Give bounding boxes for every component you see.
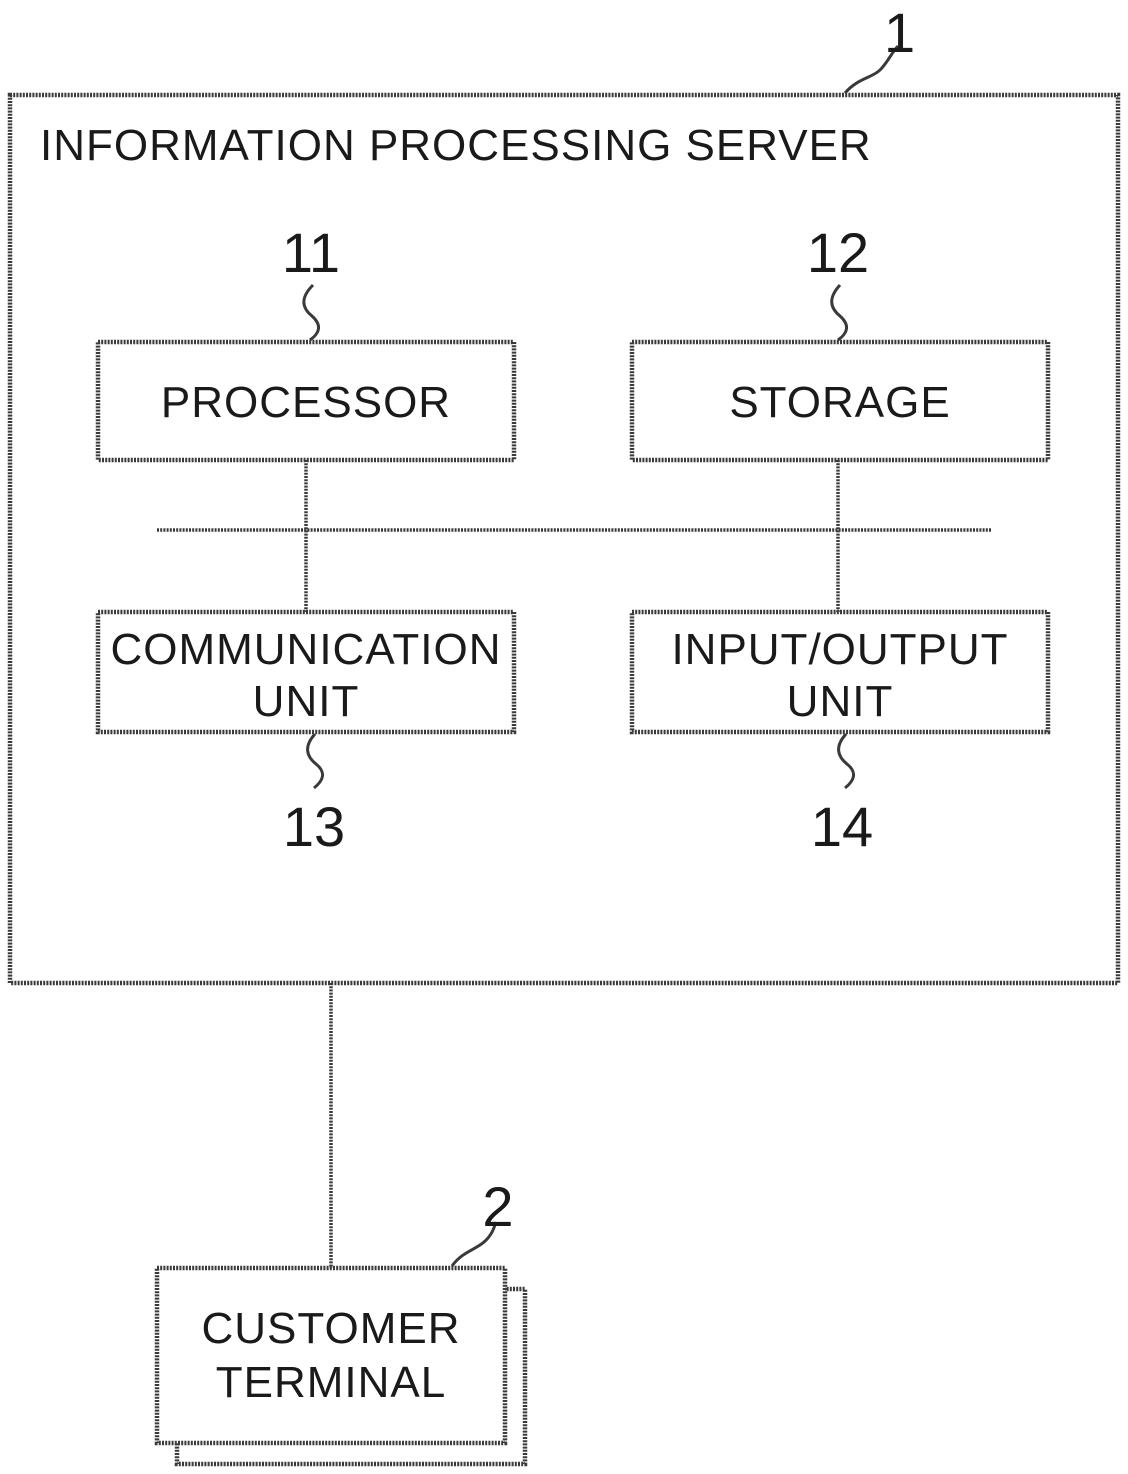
server-box [7,92,1121,986]
storage-ref: 12 [807,221,869,284]
io-unit-ref: 14 [811,795,873,858]
customer-terminal-label-line2: TERMINAL [216,1358,446,1407]
communication-unit-label-line2: UNIT [253,677,360,726]
io-unit-label-line1: INPUT/OUTPUT [671,625,1008,674]
storage-label: STORAGE [729,378,950,427]
communication-unit-box [95,609,517,735]
io-unit-box [629,609,1051,735]
server-ref-leader [843,44,900,95]
communication-unit-ref-leader [306,732,324,790]
communication-unit-ref: 13 [283,795,345,858]
storage-ref-leader [830,283,848,342]
processor-box [95,339,517,463]
io-unit-label-line2: UNIT [787,677,894,726]
io-unit-ref-leader [837,732,855,790]
customer-terminal-label-line1: CUSTOMER [202,1304,461,1353]
processor-ref-leader [302,283,320,342]
customer-terminal-box [154,1265,508,1446]
communication-unit-label-line1: COMMUNICATION [110,625,501,674]
processor-ref: 11 [282,221,340,284]
server-title: INFORMATION PROCESSING SERVER [40,121,872,170]
storage-box [629,339,1051,463]
server-ref: 1 [884,1,915,64]
processor-label: PROCESSOR [161,378,451,427]
customer-terminal-ref: 2 [482,1175,513,1238]
customer-terminal-ref-leader [450,1221,498,1267]
